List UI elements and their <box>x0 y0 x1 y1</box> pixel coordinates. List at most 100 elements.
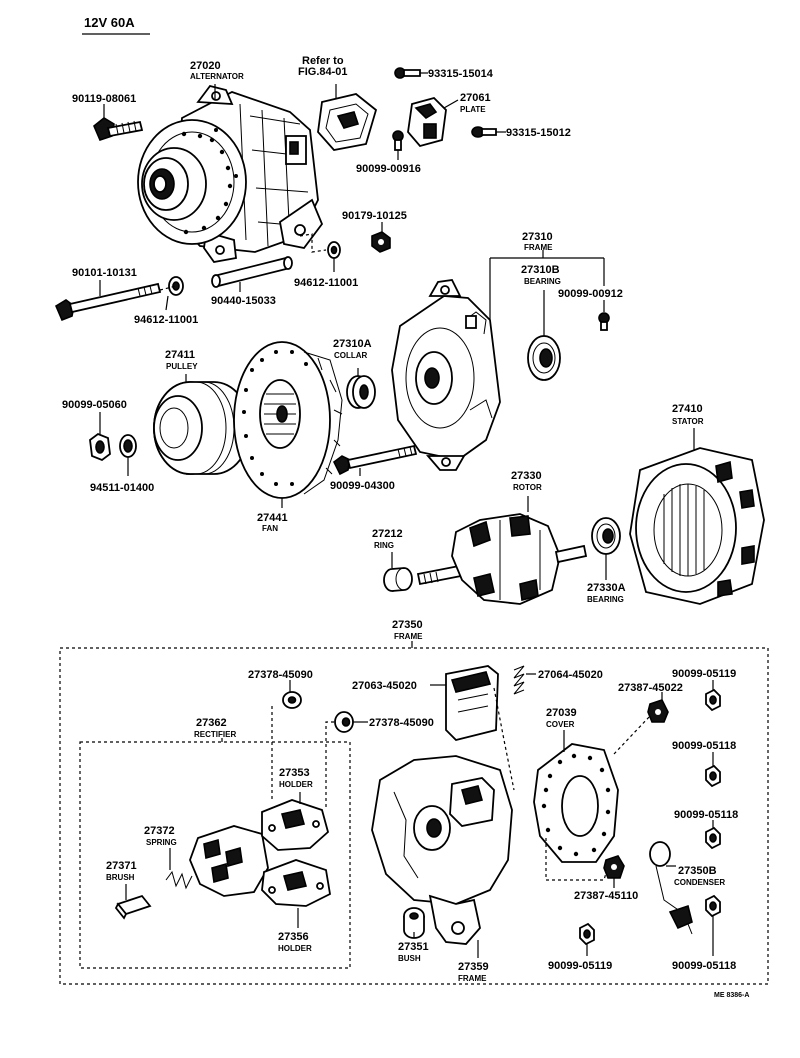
frame-27310-drawing <box>391 279 501 471</box>
part-27063-drawing <box>445 665 499 741</box>
label-condenser-num: 27350B <box>678 865 717 877</box>
label-part-27387-45110: 27387-45110 <box>574 890 638 902</box>
label-frame-27310-name: FRAME <box>524 243 553 252</box>
nut-05119-b-drawing <box>579 922 595 946</box>
label-washer-94612-b: 94612-11001 <box>294 277 358 289</box>
leader-plate <box>443 99 459 109</box>
label-nut-90179: 90179-10125 <box>342 210 407 222</box>
label-bush-num: 27351 <box>398 941 429 953</box>
screw-90099-00912-drawing <box>598 312 610 331</box>
nut-90099-05060-drawing <box>89 432 111 462</box>
label-fan-num: 27441 <box>257 512 288 524</box>
label-cover-num: 27039 <box>546 707 577 719</box>
label-ring-name: RING <box>374 541 394 550</box>
label-brush-name: BRUSH <box>106 873 135 882</box>
part-27064-drawing <box>513 665 525 695</box>
label-pulley-name: PULLEY <box>166 362 198 371</box>
label-collar-27310a-num: 27310A <box>333 338 372 350</box>
label-insulator-27378-b: 27378-45090 <box>369 717 434 729</box>
label-part-27063: 27063-45020 <box>352 680 417 692</box>
label-alternator-num: 27020 <box>190 60 221 72</box>
label-bearing-27310b-num: 27310B <box>521 264 560 276</box>
nut-05118-c-drawing <box>705 894 721 918</box>
label-brush-num: 27371 <box>106 860 137 872</box>
bearing-27310b-drawing <box>527 335 561 381</box>
label-screw-93315-15012: 93315-15012 <box>506 127 571 139</box>
insulator-27378-b-drawing <box>334 711 354 733</box>
label-screw-90099-00916: 90099-00916 <box>356 163 421 175</box>
spring-drawing <box>165 870 193 890</box>
label-nut-05118-c: 90099-05118 <box>672 960 736 972</box>
label-bearing-27310b-name: BEARING <box>524 277 561 286</box>
label-part-27387-45022: 27387-45022 <box>618 682 683 694</box>
bearing-27330a-drawing <box>591 517 621 555</box>
label-washer-94511: 94511-01400 <box>90 482 154 494</box>
label-ring-num: 27212 <box>372 528 403 540</box>
label-rotor-name: ROTOR <box>513 483 542 492</box>
label-alternator-name: ALTERNATOR <box>190 72 244 81</box>
label-plate-name: PLATE <box>460 105 486 114</box>
label-nut-05118-b: 90099-05118 <box>674 809 738 821</box>
pulley-drawing <box>153 381 251 475</box>
bolt-90119-drawing <box>93 117 144 141</box>
condenser-drawing <box>649 841 693 935</box>
label-frame-27359-num: 27359 <box>458 961 489 973</box>
label-screw-93315-15014: 93315-15014 <box>428 68 494 80</box>
rectifier-drawing <box>189 799 331 907</box>
nut-05119-a-drawing <box>705 688 721 712</box>
label-frame-27310-num: 27310 <box>522 231 553 243</box>
label-holder-27356-num: 27356 <box>278 931 309 943</box>
bush-drawing <box>403 907 425 939</box>
part-27387-45022-drawing <box>647 699 669 723</box>
label-frame-27350-num: 27350 <box>392 619 423 631</box>
nut-05118-b-drawing <box>705 826 721 850</box>
label-stator-num: 27410 <box>672 403 703 415</box>
bolt-90101-drawing <box>54 282 162 322</box>
label-frame-27350-name: FRAME <box>394 632 423 641</box>
label-condenser-name: CONDENSER <box>674 878 725 887</box>
stator-drawing <box>629 447 765 605</box>
label-bush-name: BUSH <box>398 954 421 963</box>
rotor-drawing <box>416 513 588 605</box>
label-bearing-27330a-name: BEARING <box>587 595 624 604</box>
collar-27310a-drawing <box>346 375 376 409</box>
label-nut-05119-b: 90099-05119 <box>548 960 612 972</box>
label-spring-name: SPRING <box>146 838 177 847</box>
screw-93315-15014-drawing <box>394 67 421 79</box>
ring-drawing <box>383 567 413 592</box>
frame-27359-drawing <box>371 755 513 945</box>
label-washer-94612-a: 94612-11001 <box>134 314 198 326</box>
label-holder-27353-name: HOLDER <box>279 780 313 789</box>
label-part-27064: 27064-45020 <box>538 669 603 681</box>
label-spring-num: 27372 <box>144 825 175 837</box>
collar-90440-drawing <box>211 256 293 288</box>
nut-90179-drawing <box>371 231 391 253</box>
label-frame-27359-name: FRAME <box>458 974 487 983</box>
reference-line2: FIG.84-01 <box>298 66 348 78</box>
label-rectifier-name: RECTIFIER <box>194 730 236 739</box>
label-insulator-27378-a: 27378-45090 <box>248 669 313 681</box>
label-nut-05119-a: 90099-05119 <box>672 668 736 680</box>
label-rectifier-num: 27362 <box>196 717 227 729</box>
label-pulley-num: 27411 <box>165 349 195 361</box>
label-fan-name: FAN <box>262 524 278 533</box>
frame-27350-assembly-box <box>59 647 769 985</box>
insulator-27378-a-drawing <box>282 691 302 709</box>
label-bolt-90119: 90119-08061 <box>72 93 136 105</box>
regulator-drawing <box>317 93 378 151</box>
alternator-drawing <box>137 84 324 263</box>
screw-90099-00916-drawing <box>392 130 404 151</box>
reference-line1: Refer to <box>302 55 344 67</box>
label-plate-num: 27061 <box>460 92 491 104</box>
cover-drawing <box>533 743 619 863</box>
label-collar-27310a-name: COLLAR <box>334 351 368 360</box>
spec-heading: 12V 60A <box>84 15 135 30</box>
label-nut-05118-a: 90099-05118 <box>672 740 736 752</box>
washer-94612-b-drawing <box>327 241 341 259</box>
label-nut-90099-05060: 90099-05060 <box>62 399 127 411</box>
alignment-dashes-top <box>159 233 327 291</box>
label-bearing-27330a-num: 27330A <box>587 582 626 594</box>
brush-drawing <box>114 894 152 920</box>
alignment-dashes-rectifier <box>271 706 334 810</box>
